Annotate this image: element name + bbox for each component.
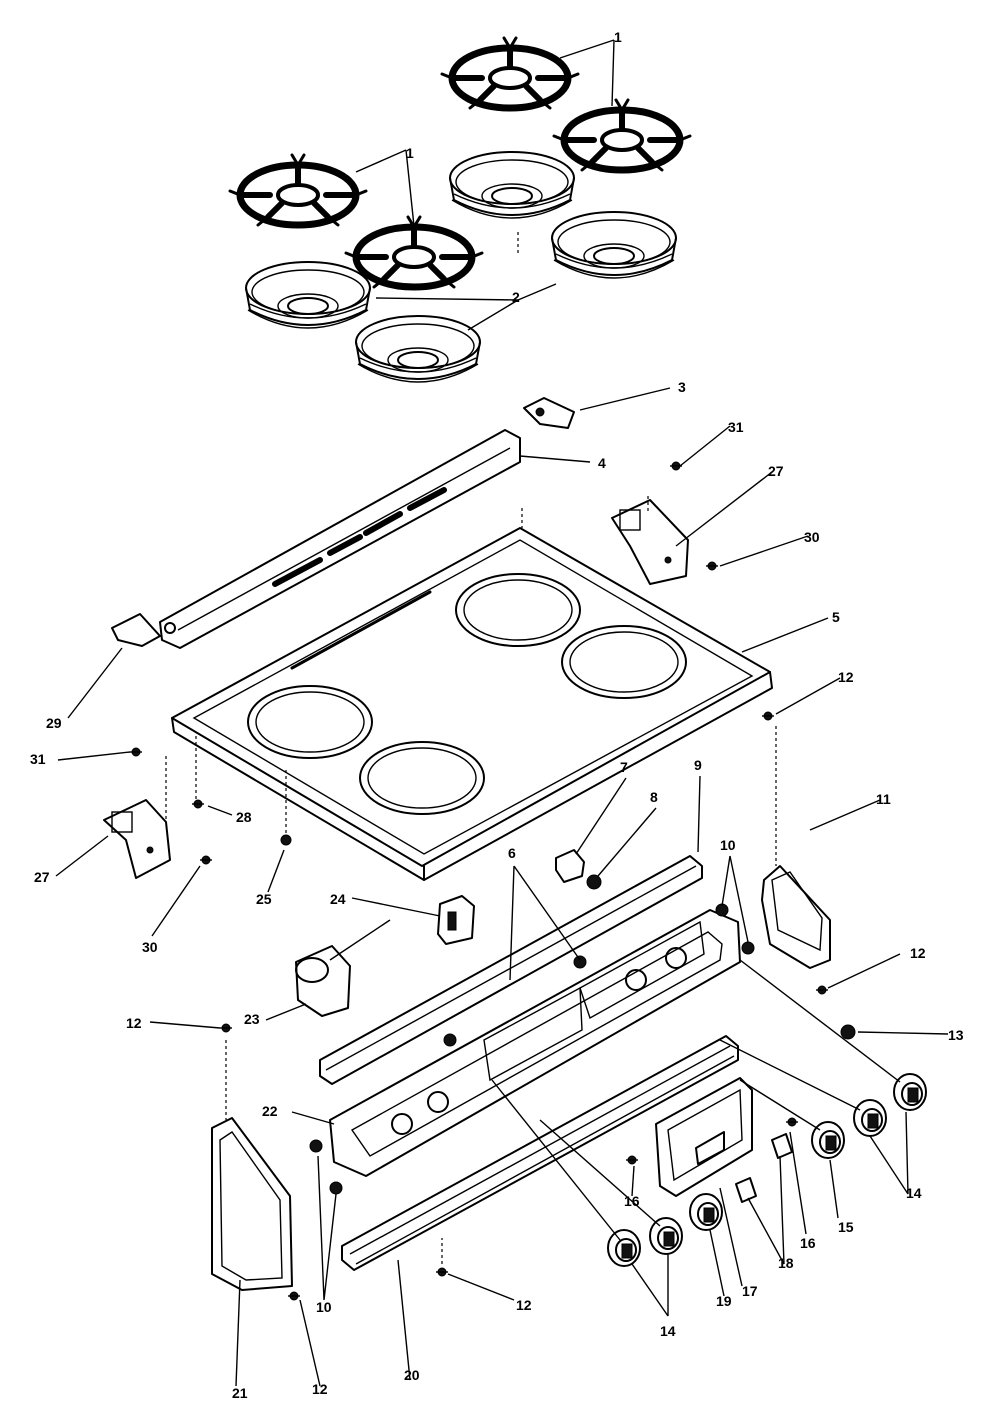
- label-part-10a: 10: [720, 837, 736, 853]
- hinge-left: [103, 799, 171, 879]
- hinge-right: [611, 499, 689, 585]
- label-part-20: 20: [404, 1367, 420, 1383]
- knob-front-left-2: [649, 1217, 683, 1255]
- screw-12e: [287, 1291, 301, 1301]
- label-part-31a: 31: [30, 751, 46, 767]
- label-part-12d: 12: [516, 1297, 532, 1313]
- screw-12b: [815, 985, 829, 995]
- label-part-18: 18: [778, 1255, 794, 1271]
- label-part-31b: 31: [728, 419, 744, 435]
- label-part-14a: 14: [906, 1185, 922, 1201]
- label-part-7: 7: [620, 759, 628, 775]
- grommet-part-8: [586, 874, 602, 890]
- label-part-25: 25: [256, 891, 272, 907]
- screw-30a: [199, 855, 213, 865]
- screw-12c: [219, 1023, 233, 1033]
- label-part-6: 6: [508, 845, 516, 861]
- push-buttons: [735, 1133, 793, 1203]
- label-part-12e: 12: [312, 1381, 328, 1397]
- screw-30b: [705, 561, 719, 571]
- cooktop: [171, 527, 773, 881]
- knob-19: [689, 1193, 723, 1231]
- drip-bowl-back-left: [449, 151, 575, 219]
- nut-13: [840, 1024, 856, 1040]
- label-part-23: 23: [244, 1011, 260, 1027]
- label-part-16b: 16: [624, 1193, 640, 1209]
- label-part-28: 28: [236, 809, 252, 825]
- label-part-30b: 30: [804, 529, 820, 545]
- label-part-3: 3: [678, 379, 686, 395]
- label-part-8: 8: [650, 789, 658, 805]
- top-bracket: [523, 397, 575, 429]
- side-panel-left: [211, 1117, 293, 1291]
- label-part-12c: 12: [126, 1015, 142, 1031]
- assembly-lines: [165, 232, 901, 1264]
- screw-31a: [129, 747, 143, 757]
- drip-bowl-back-right: [551, 211, 677, 279]
- knob-front-left: [607, 1229, 641, 1267]
- grate-front-right: [346, 217, 482, 287]
- label-part-13: 13: [948, 1027, 964, 1043]
- nut-10c: [309, 1139, 323, 1153]
- label-part-21: 21: [232, 1385, 248, 1401]
- label-part-12a: 12: [838, 669, 854, 685]
- label-part-15: 15: [838, 1219, 854, 1235]
- label-part-27b: 27: [768, 463, 784, 479]
- label-part-16a: 16: [800, 1235, 816, 1251]
- label-part-5: 5: [832, 609, 840, 625]
- screw-25: [280, 834, 292, 846]
- knob-right-2: [893, 1073, 927, 1111]
- screw-16b: [785, 1117, 799, 1127]
- end-cap: [111, 613, 161, 647]
- label-part-9: 9: [694, 757, 702, 773]
- part-labels: 1 1 2 3 4 5 6 7 8 9 10 10 11 12 12 12 12…: [30, 29, 964, 1401]
- control-valve: [295, 919, 391, 1017]
- drip-bowl-front-right: [355, 315, 481, 383]
- knob-right-1: [853, 1099, 887, 1137]
- side-panel-right: [761, 865, 831, 969]
- nut-10d: [329, 1181, 343, 1195]
- label-part-24: 24: [330, 891, 346, 907]
- selector-switch: [437, 895, 475, 945]
- label-part-29: 29: [46, 715, 62, 731]
- clip-part-7: [555, 849, 585, 883]
- label-part-19: 19: [716, 1293, 732, 1309]
- label-part-4: 4: [598, 455, 606, 471]
- label-part-17: 17: [742, 1283, 758, 1299]
- control-panel: [329, 909, 741, 1177]
- label-part-1a: 1: [614, 29, 622, 45]
- drip-bowl-front-left: [245, 261, 371, 329]
- screw-16a: [625, 1155, 639, 1165]
- screw-12d: [435, 1267, 449, 1277]
- label-part-1b: 1: [406, 145, 414, 161]
- nut-10b: [741, 941, 755, 955]
- clock-module: [655, 1077, 753, 1197]
- screw-12a: [761, 711, 775, 721]
- label-part-12b: 12: [910, 945, 926, 961]
- lower-trim: [341, 1035, 739, 1271]
- label-part-2: 2: [512, 289, 520, 305]
- grate-front-left: [230, 155, 366, 225]
- leader-lines: [55, 39, 949, 1387]
- label-part-14b: 14: [660, 1323, 676, 1339]
- label-part-10b: 10: [316, 1299, 332, 1315]
- label-part-30a: 30: [142, 939, 158, 955]
- label-part-22: 22: [262, 1103, 278, 1119]
- label-part-11: 11: [876, 791, 891, 807]
- vent-trim: [159, 429, 521, 649]
- label-part-27a: 27: [34, 869, 50, 885]
- grate-back-right: [554, 100, 690, 170]
- grate-back-left: [442, 38, 578, 108]
- screw-28: [191, 799, 205, 809]
